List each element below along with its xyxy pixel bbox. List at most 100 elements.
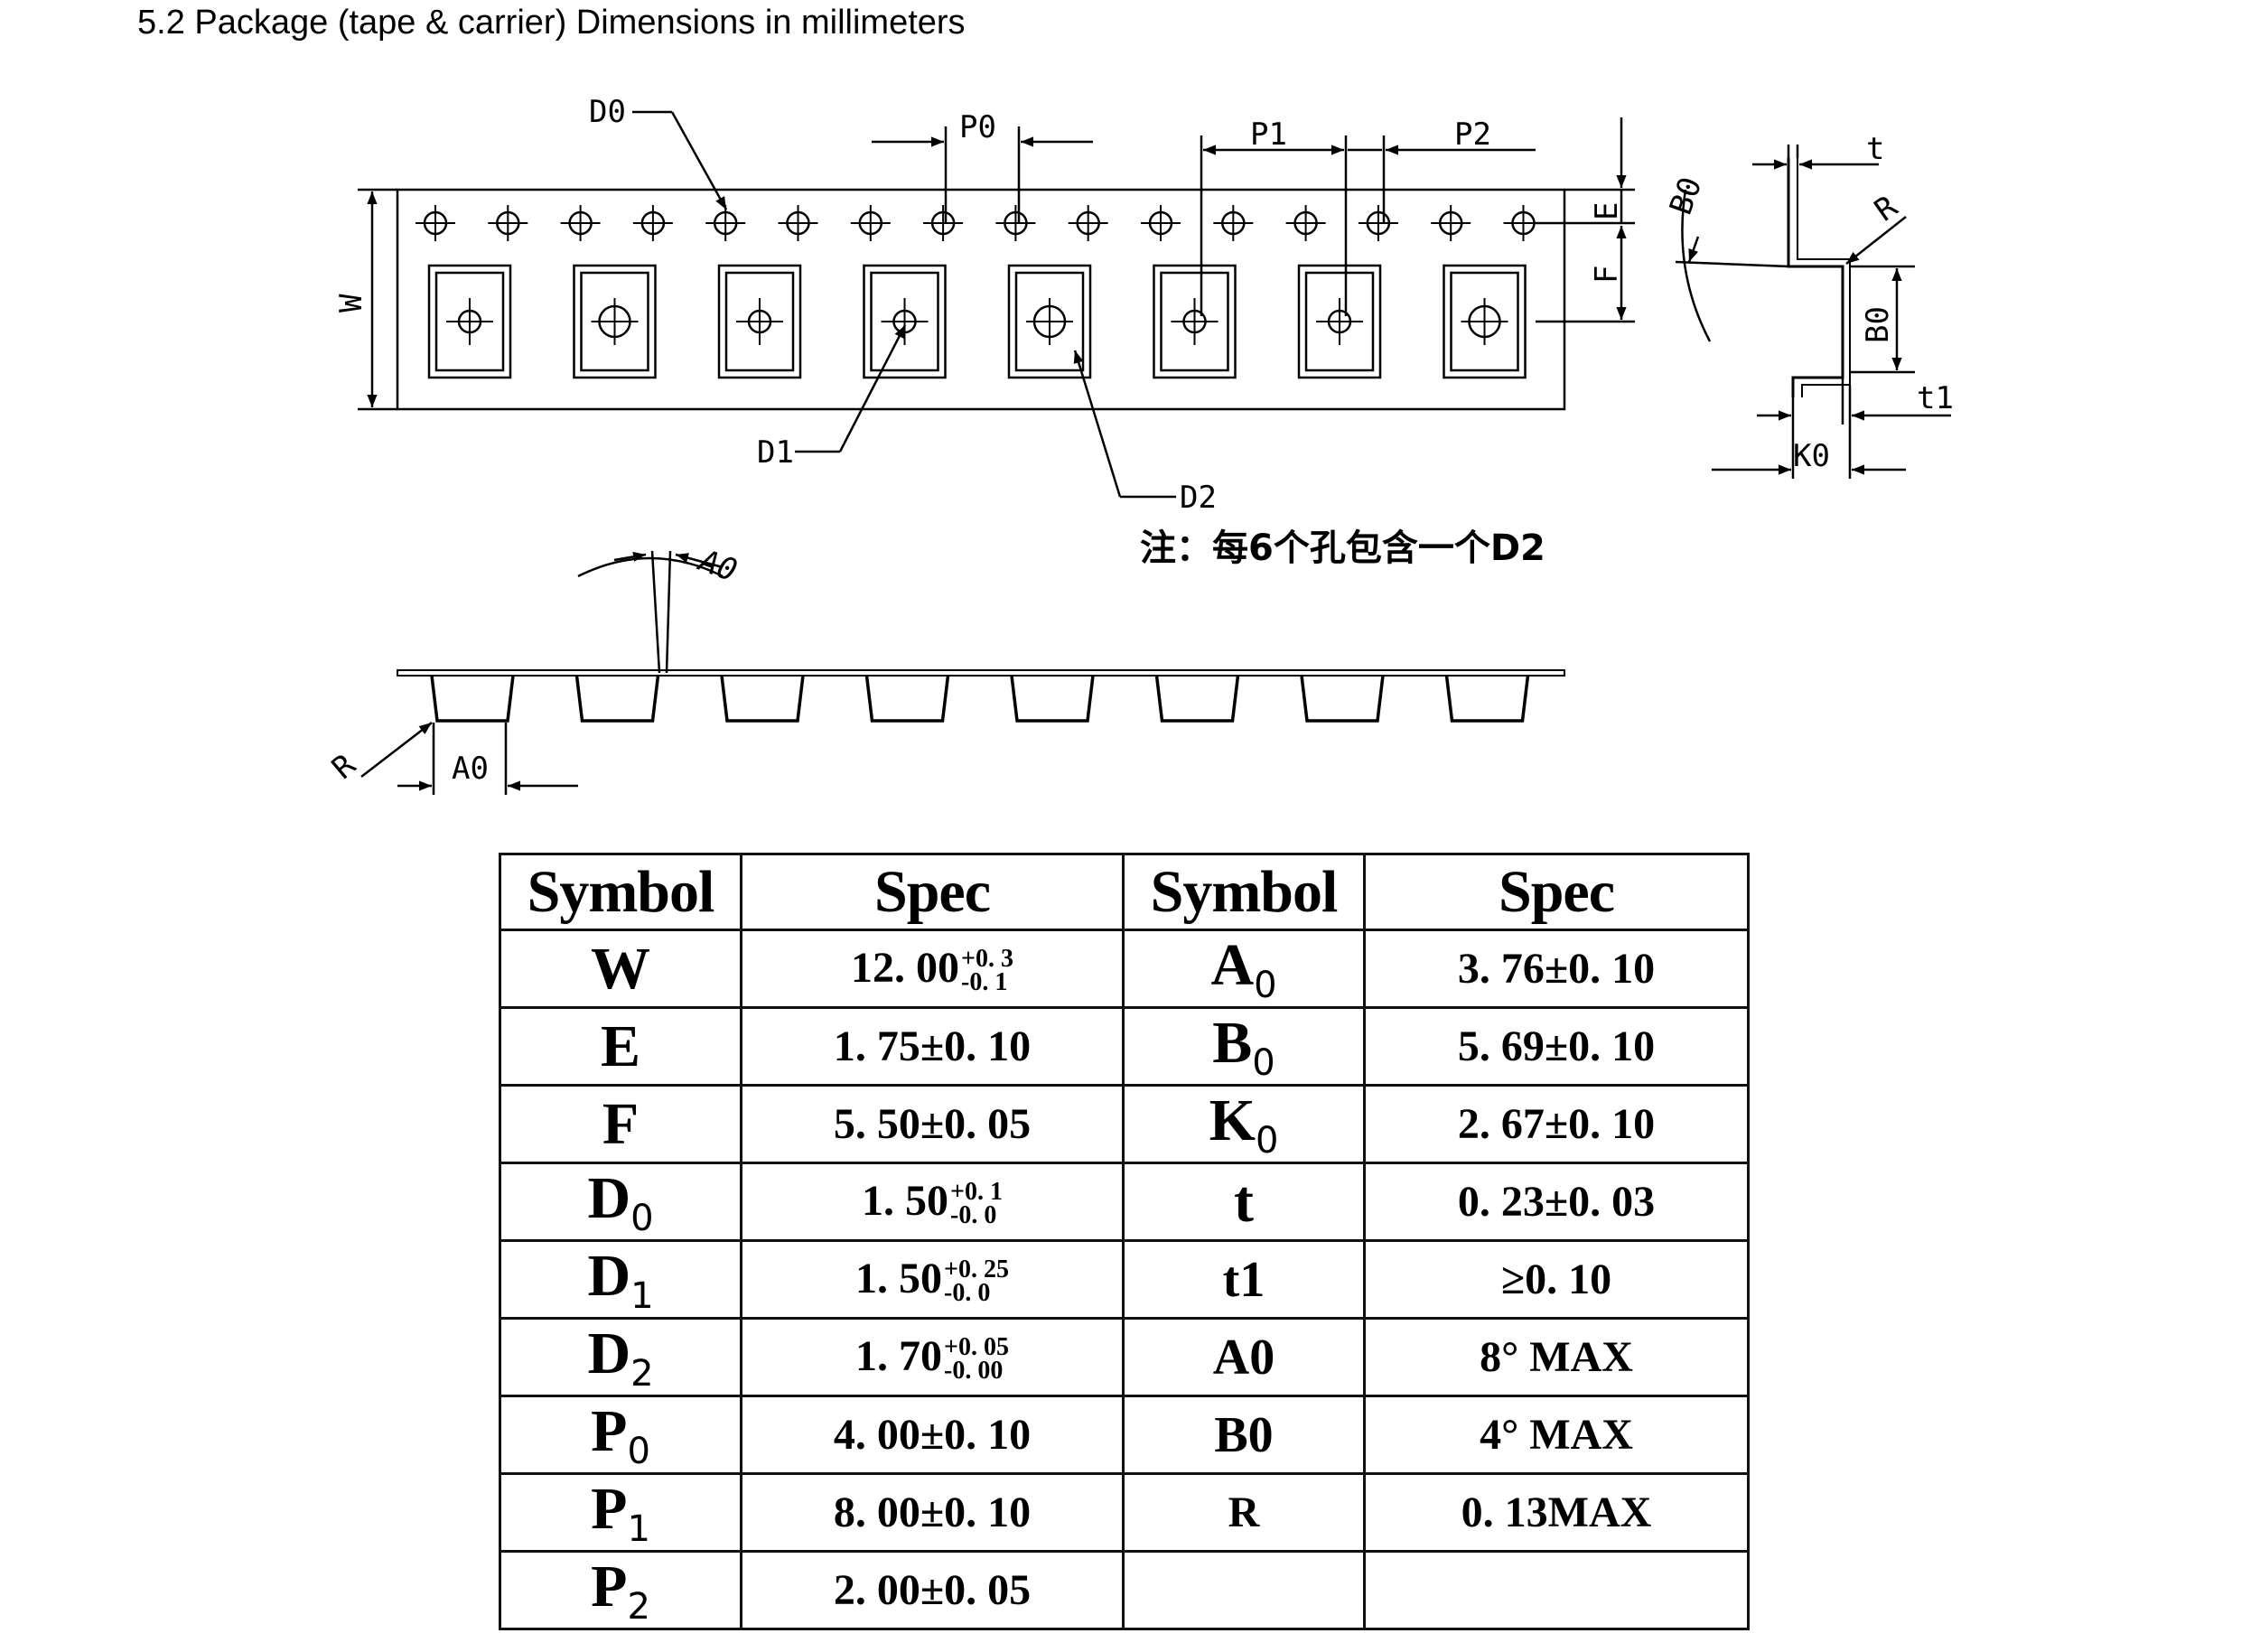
tolerance-lower: -0. 0 [950,1201,997,1230]
symbol-text: t1 [1222,1251,1265,1308]
tolerance-lower: -0. 00 [944,1357,1004,1386]
spec-cell: 8. 00±0. 10 [740,1472,1125,1553]
tape-outline [396,188,1566,411]
spec-cell: 5. 69±0. 10 [1363,1006,1750,1087]
sprocket-hole-crosshair [995,205,1036,241]
symbol-subscript: 1 [630,1275,654,1317]
symbol-text: P [591,1476,628,1542]
symbol-text: A0 [1212,1329,1275,1386]
symbol-cell: K0 [1122,1084,1366,1164]
pocket-inner [1450,271,1519,372]
section-heading: 5.2 Package (tape & carrier) Dimensions … [137,4,966,42]
symbol-text: t [1234,1168,1254,1235]
label-p1: P1 [1250,117,1287,153]
tolerance-lower: -0. 1 [961,968,1008,997]
pocket-inner [1014,271,1085,372]
sprocket-hole-crosshair [1141,205,1181,241]
label-b0-angle: B0 [1663,173,1710,219]
spec-cell: 1. 50+0. 25-0. 0 [740,1239,1125,1320]
pocket-section [574,675,660,723]
symbol-cell: D1 [499,1239,742,1320]
symbol-cell: B0 [1122,1006,1366,1087]
symbol-cell: B0 [1122,1395,1366,1475]
symbol-subscript: 0 [1254,965,1277,1006]
spec-value: 8. 00±0. 10 [833,1489,1032,1536]
sprocket-hole-crosshair [705,205,746,241]
sprocket-hole-crosshair [1213,205,1254,241]
spec-value: 2. 67±0. 10 [1457,1100,1656,1148]
pocket-crosshair [1026,298,1073,345]
spec-value: 1. 75±0. 10 [833,1022,1032,1070]
spec-value: 0. 23±0. 03 [1457,1178,1656,1226]
spec-cell [1363,1550,1750,1630]
sprocket-hole-crosshair [560,205,601,241]
symbol-subscript: 1 [627,1508,650,1550]
table-row: P2 2. 00±0. 05 [499,1550,1750,1630]
symbol-cell: P0 [499,1395,742,1475]
spec-value: 8° MAX [1480,1333,1633,1381]
tolerance-upper: +0. 05 [944,1333,1009,1362]
symbol-text: D [587,1243,631,1309]
sprocket-hole-crosshair [1358,205,1398,241]
sprocket-hole-crosshair [850,205,891,241]
spec-cell: 3. 76±0. 10 [1363,929,1750,1009]
symbol-subscript: 0 [1252,1042,1275,1084]
pocket-outer [427,264,512,379]
spec-value: 5. 50±0. 05 [833,1100,1032,1148]
spec-cell: 2. 67±0. 10 [1363,1084,1750,1164]
pocket-inner [1160,271,1229,372]
tolerance-upper: +0. 25 [944,1255,1009,1284]
spec-value: 2. 00±0. 05 [833,1566,1032,1614]
symbol-text: D [587,1165,631,1231]
spec-value: ≥0. 10 [1500,1255,1612,1303]
symbol-cell: A0 [1122,1317,1366,1397]
sprocket-hole-crosshair [1285,205,1326,241]
tape-side-profile [1787,158,1844,397]
sprocket-hole-crosshair [923,205,964,241]
pocket-outer [573,264,657,379]
spec-table: Symbol Spec Symbol Spec W 12. 00+0. 3-0. … [499,853,1750,1630]
symbol-cell: A0 [1122,929,1366,1009]
pocket-outer [1007,264,1092,379]
symbol-subscript: 2 [630,1353,654,1395]
spec-cell: 1. 50+0. 1-0. 0 [740,1162,1125,1242]
pocket-outer [1443,264,1527,379]
symbol-subscript: 0 [630,1198,654,1239]
spec-cell: 2. 00±0. 05 [740,1550,1125,1630]
symbol-subscript: 0 [627,1431,650,1472]
sprocket-hole-crosshair [1431,205,1471,241]
spec-value: 1. 50 [862,1176,949,1225]
pocket-crosshair [446,298,493,345]
pocket-crosshair [736,298,783,345]
spec-cell: 12. 00+0. 3-0. 1 [740,929,1125,1009]
pocket-inner [724,271,795,372]
label-t: t [1866,131,1884,167]
spec-value: 4° MAX [1480,1411,1633,1459]
pocket-inner [580,271,649,372]
pocket-outer [717,264,802,379]
spec-cell: 0. 13MAX [1363,1472,1750,1553]
table-header-row: Symbol Spec Symbol Spec [499,853,1750,931]
label-r-bottom: R [325,747,363,787]
tolerance: +0. 1-0. 0 [950,1180,1003,1230]
symbol-cell: P2 [499,1550,742,1630]
pocket-outer [1297,264,1382,379]
symbol-text: P [591,1554,628,1619]
note-d2: 注：每6个孔包含一个D2 [1140,527,1545,569]
symbol-text: A [1210,932,1255,998]
symbol-cell: P1 [499,1472,742,1553]
spec-cell: 0. 23±0. 03 [1363,1162,1750,1242]
spec-cell: 8° MAX [1363,1317,1750,1397]
sprocket-hole-crosshair [778,205,818,241]
symbol-cell: F [499,1084,742,1164]
header-symbol-1: Symbol [499,853,742,931]
symbol-text: W [591,935,650,1002]
symbol-text: B0 [1214,1406,1274,1463]
symbol-text: P [591,1398,628,1464]
pocket-section [1300,675,1385,723]
label-d2: D2 [1180,480,1217,516]
pocket-section [720,675,805,723]
label-a0-angle: A0 [693,542,742,589]
sprocket-hole-crosshair [1068,205,1108,241]
